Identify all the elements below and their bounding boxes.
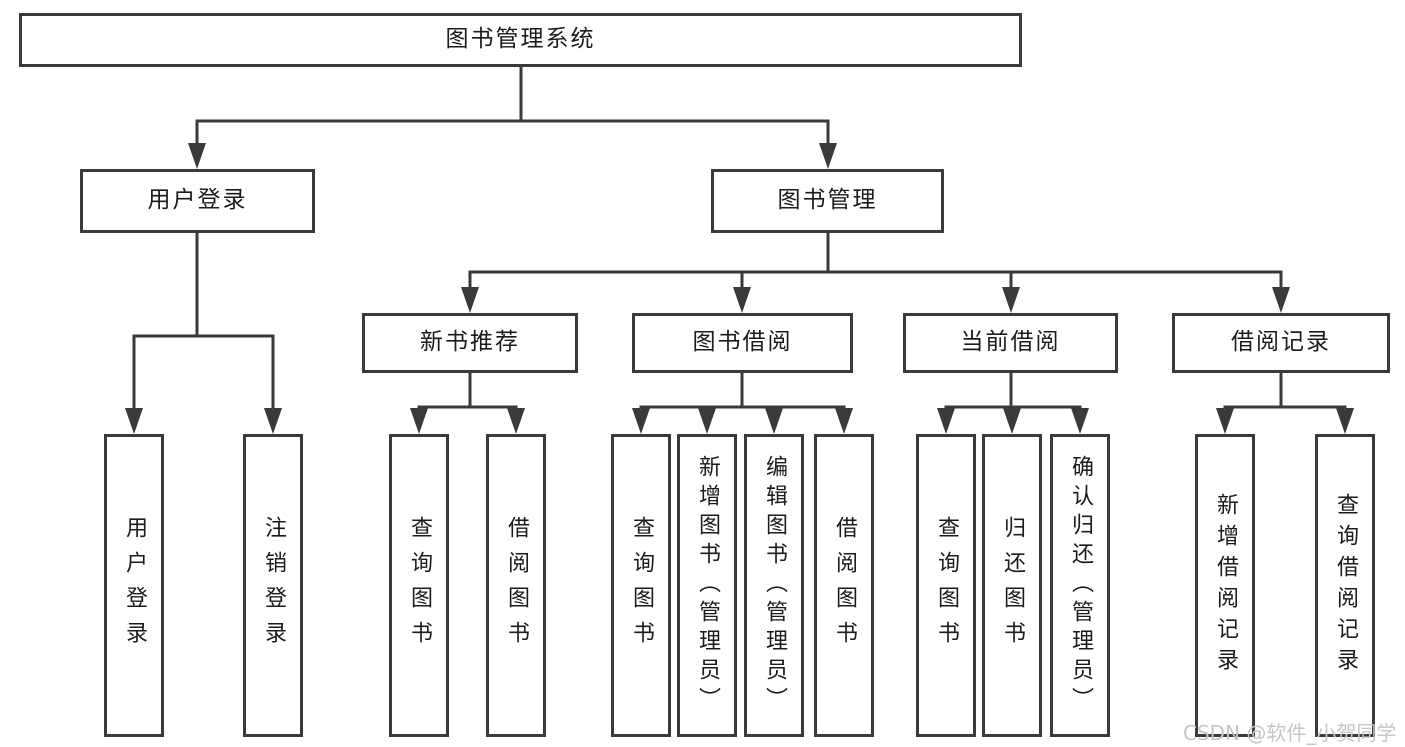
node-borrowing-records-label: 借阅记录 <box>1231 329 1331 356</box>
connector-borrowing-records-to-leaves <box>1216 371 1354 434</box>
leaf-return-books: 归还图书 <box>982 434 1042 737</box>
node-book-borrowing-label: 图书借阅 <box>692 329 793 356</box>
leaf-query-books-3-label: 查询图书 <box>934 515 959 656</box>
leaf-edit-book-admin-label: 编辑图书（管理员） <box>762 455 787 716</box>
node-book-management: 图书管理 <box>711 169 944 233</box>
node-current-borrowing: 当前借阅 <box>903 313 1118 373</box>
leaf-add-book-admin: 新增图书（管理员） <box>677 434 737 737</box>
leaf-query-books-2: 查询图书 <box>611 434 671 737</box>
leaf-query-books-1: 查询图书 <box>389 434 449 737</box>
leaf-borrow-books-2-label: 借阅图书 <box>832 515 857 656</box>
leaf-query-borrow-record-label: 查询借阅记录 <box>1333 492 1358 679</box>
leaf-edit-book-admin: 编辑图书（管理员） <box>744 434 804 737</box>
leaf-query-books-1-label: 查询图书 <box>407 515 432 656</box>
node-current-borrowing-label: 当前借阅 <box>960 329 1061 356</box>
leaf-confirm-return-admin-label: 确认归还（管理员） <box>1068 455 1093 716</box>
leaf-logout-label: 注销登录 <box>261 515 286 656</box>
connector-root-to-level2 <box>188 65 837 169</box>
node-book-management-label: 图书管理 <box>777 187 878 214</box>
connector-new-book-recommend-to-leaves <box>410 371 525 434</box>
watermark: CSDN @软件_小贺同学 <box>1183 721 1397 745</box>
node-user-login: 用户登录 <box>80 169 315 233</box>
node-root-label: 图书管理系统 <box>445 26 596 53</box>
node-book-borrowing: 图书借阅 <box>632 313 853 373</box>
node-user-login-label: 用户登录 <box>147 187 248 214</box>
leaf-add-borrow-record: 新增借阅记录 <box>1195 434 1255 737</box>
connector-book-borrowing-to-leaves <box>632 371 853 434</box>
connector-user-login-to-leaves <box>125 231 282 434</box>
leaf-query-books-3: 查询图书 <box>916 434 976 737</box>
leaf-borrow-books-2: 借阅图书 <box>814 434 874 737</box>
node-new-book-recommend-label: 新书推荐 <box>420 329 520 356</box>
node-root: 图书管理系统 <box>19 13 1022 67</box>
leaf-borrow-books-1: 借阅图书 <box>486 434 546 737</box>
node-borrowing-records: 借阅记录 <box>1172 313 1390 373</box>
leaf-return-books-label: 归还图书 <box>1000 515 1025 656</box>
leaf-borrow-books-1-label: 借阅图书 <box>504 515 529 656</box>
connector-current-borrowing-to-leaves <box>937 371 1089 434</box>
leaf-query-borrow-record: 查询借阅记录 <box>1315 434 1375 737</box>
node-new-book-recommend: 新书推荐 <box>362 313 578 373</box>
leaf-confirm-return-admin: 确认归还（管理员） <box>1050 434 1110 737</box>
leaf-add-borrow-record-label: 新增借阅记录 <box>1213 492 1238 679</box>
leaf-user-login-label: 用户登录 <box>122 515 147 656</box>
leaf-logout: 注销登录 <box>243 434 303 737</box>
leaf-add-book-admin-label: 新增图书（管理员） <box>695 455 720 716</box>
connector-book-management-to-level3 <box>461 231 1290 313</box>
leaf-query-books-2-label: 查询图书 <box>629 515 654 656</box>
leaf-user-login: 用户登录 <box>104 434 164 737</box>
